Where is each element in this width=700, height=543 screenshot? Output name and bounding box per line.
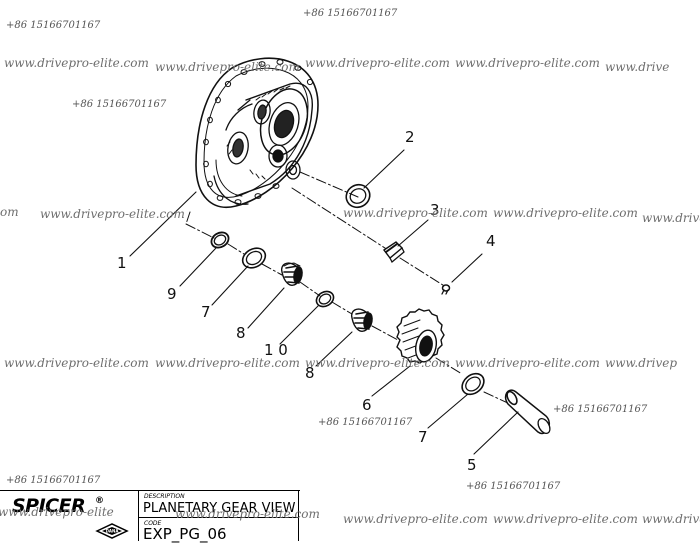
watermark-site: www.drivepro-elite.com [155, 60, 300, 74]
watermark-phone: +86 15166701167 [318, 417, 413, 428]
planet-gear-6 [396, 308, 445, 364]
watermark-site: www.drivepro-elite.com [455, 56, 600, 70]
watermark-phone: +86 15166701167 [466, 481, 561, 492]
watermark-site: www.drivepro-elite.com [455, 356, 600, 370]
thrust-washer-7-rear [461, 372, 485, 396]
planet-pin-5 [504, 389, 551, 435]
callout-10: 1 0 [264, 341, 288, 359]
callout-1: 1 [117, 254, 127, 272]
spicer-logo: SPICER [12, 495, 86, 517]
watermark-site: www.drivepro-elite.com [40, 207, 185, 221]
watermark-site: www.drivepro-elite.com [175, 507, 320, 521]
title-block: SPICER ® DANA www.drivepro-elite DESCRIP… [0, 490, 320, 543]
code-value: EXP_PG_06 [143, 525, 227, 543]
watermark-site: www.drivepro-elite.com [343, 206, 488, 220]
needle-bearing-8-front [281, 262, 303, 286]
code-label: CODE [144, 520, 162, 527]
watermark-site: www.drive [642, 211, 700, 225]
callout-5: 5 [467, 456, 477, 474]
watermark-phone: +86 15166701167 [6, 20, 101, 31]
watermark-site: www.drivepro-elite.com [155, 356, 300, 370]
watermark-site: www.drivepro-elite.com [4, 56, 149, 70]
callout-9: 9 [167, 285, 177, 303]
logo-cell: SPICER ® DANA www.drivepro-elite [0, 491, 138, 541]
watermark-site: www.drivep [605, 356, 678, 370]
callout-8-rear: 8 [305, 364, 315, 382]
watermark-site: www.drivepro-elite.com [493, 206, 638, 220]
watermark-phone: +86 15166701167 [72, 99, 167, 110]
watermark-site: www.drivepro-elite.com [493, 512, 638, 526]
watermark-site: om [0, 205, 19, 219]
watermark-site: www.drivepro-elite.com [305, 356, 450, 370]
callout-4: 4 [486, 232, 496, 250]
watermark-site: www.drive [605, 60, 670, 74]
snap-ring-9 [210, 231, 230, 249]
registered-mark: ® [95, 496, 104, 506]
thrust-washer-2 [345, 183, 371, 209]
callout-2: 2 [405, 128, 415, 146]
dana-logo-icon: DANA [95, 523, 129, 539]
thrust-washer-7-front [241, 247, 267, 269]
centerlines [185, 171, 511, 405]
watermark-site: www.drivepro-elite [0, 505, 114, 519]
leader-lines [129, 149, 519, 455]
watermark-phone: +86 15166701167 [553, 404, 648, 415]
description-label: DESCRIPTION [144, 493, 185, 500]
callout-7-rear: 7 [418, 428, 428, 446]
description-cell: DESCRIPTION PLANETARY GEAR VIEW [138, 491, 299, 518]
needle-bearing-8-rear [351, 308, 373, 332]
watermark-phone: +86 15166701167 [303, 8, 398, 19]
spacer-ring-10 [315, 290, 335, 308]
callout-3: 3 [430, 201, 440, 219]
dana-logo-text: DANA [106, 529, 120, 534]
callout-7-front: 7 [201, 303, 211, 321]
watermark-site: www.drivepro-elite.com [305, 56, 450, 70]
description-value: PLANETARY GEAR VIEW [143, 501, 296, 516]
watermark-site: www.drivepro-elite.com [343, 512, 488, 526]
watermark-phone: +86 15166701167 [6, 475, 101, 486]
screw-4 [441, 284, 451, 295]
watermark-site: www.drive [642, 512, 700, 526]
planetary-housing [195, 57, 319, 208]
callout-6: 6 [362, 396, 372, 414]
code-cell: CODE EXP_PG_06 [138, 518, 299, 543]
callout-8-front: 8 [236, 324, 246, 342]
watermark-site: www.drivepro-elite.com [4, 356, 149, 370]
